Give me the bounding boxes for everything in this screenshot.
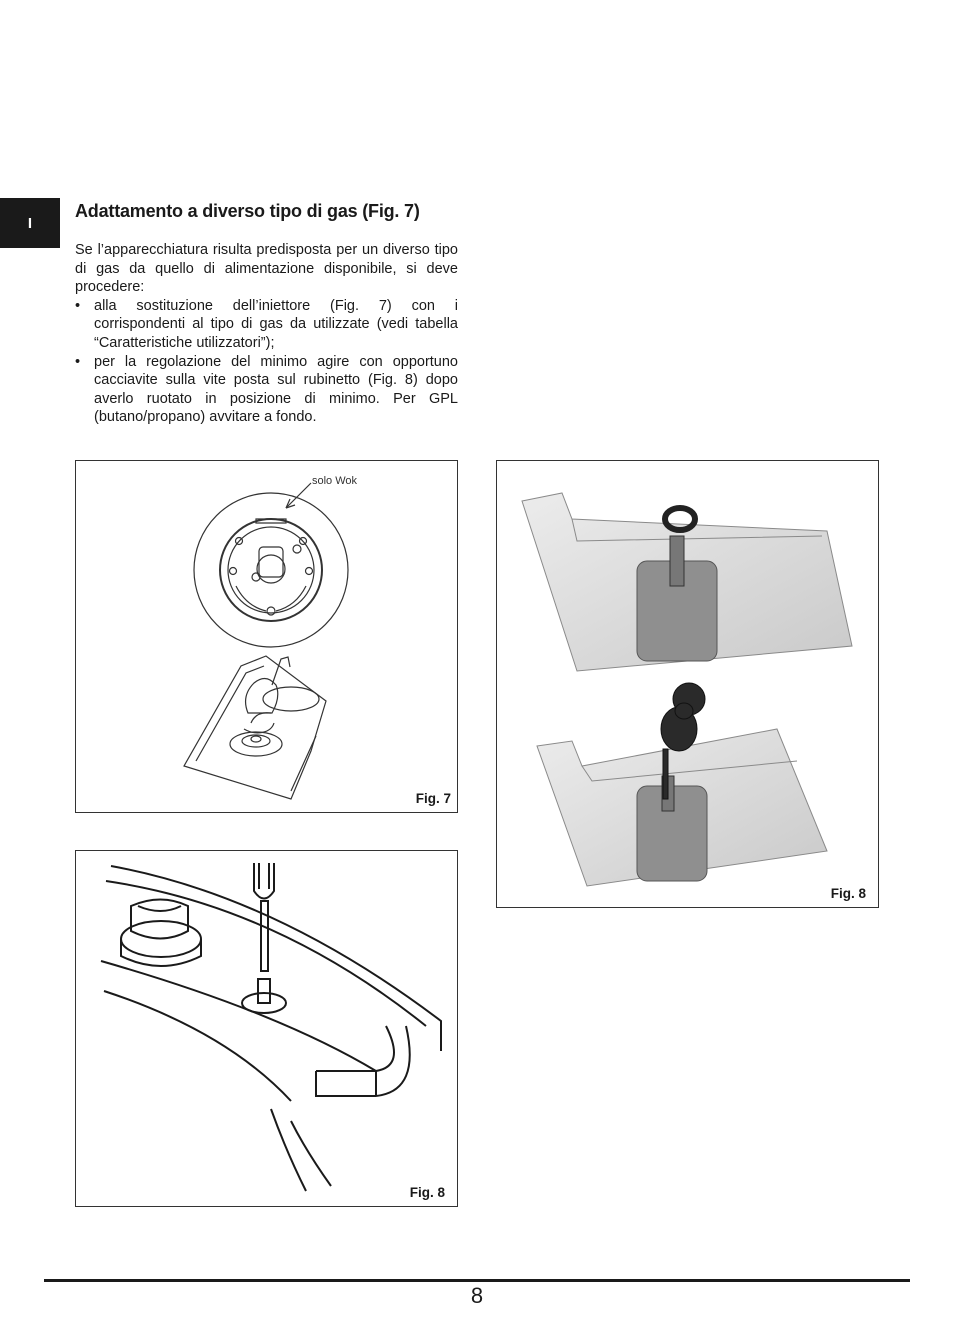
page-number: 8 [470, 1283, 484, 1308]
figure-7-callout: solo Wok [312, 475, 358, 487]
bullet-marker: • [75, 297, 81, 314]
figure-7: solo Wok Fig. 7 [75, 460, 458, 813]
section-heading: Adattamento a diverso tipo di gas (Fig. … [75, 201, 420, 221]
instructions-text: Se l’apparecchiatura risulta predisposta… [75, 241, 458, 427]
hob-tap-render-illustration [521, 492, 853, 887]
tap-screwdriver-illustration [100, 863, 442, 1192]
figure-7-caption: Fig. 7 [415, 791, 451, 806]
list-item: • alla sostituzione dell’iniettore (Fig. … [75, 297, 458, 353]
figure-8-tap-adjustment: Fig. 8 [75, 850, 458, 1207]
bullet-marker: • [75, 353, 81, 370]
burner-injector-illustration [183, 482, 349, 800]
list-item-text: alla sostituzione dell’iniettore (Fig. 7… [94, 297, 458, 351]
intro-paragraph: Se l’apparecchiatura risulta predisposta… [75, 242, 458, 296]
list-item: • per la regolazione del minimo agire con… [75, 353, 458, 427]
steps-list: • alla sostituzione dell’iniettore (Fig. … [75, 297, 458, 427]
footer-rule [44, 1279, 910, 1282]
list-item-text: per la regolazione del minimo agire con … [94, 353, 458, 426]
section-language-tab: I [0, 198, 60, 248]
figure-8-right-caption: Fig. 8 [830, 886, 866, 901]
figure-8-hob-render: Fig. 8 [496, 460, 879, 908]
figure-8-left-caption: Fig. 8 [409, 1185, 445, 1200]
